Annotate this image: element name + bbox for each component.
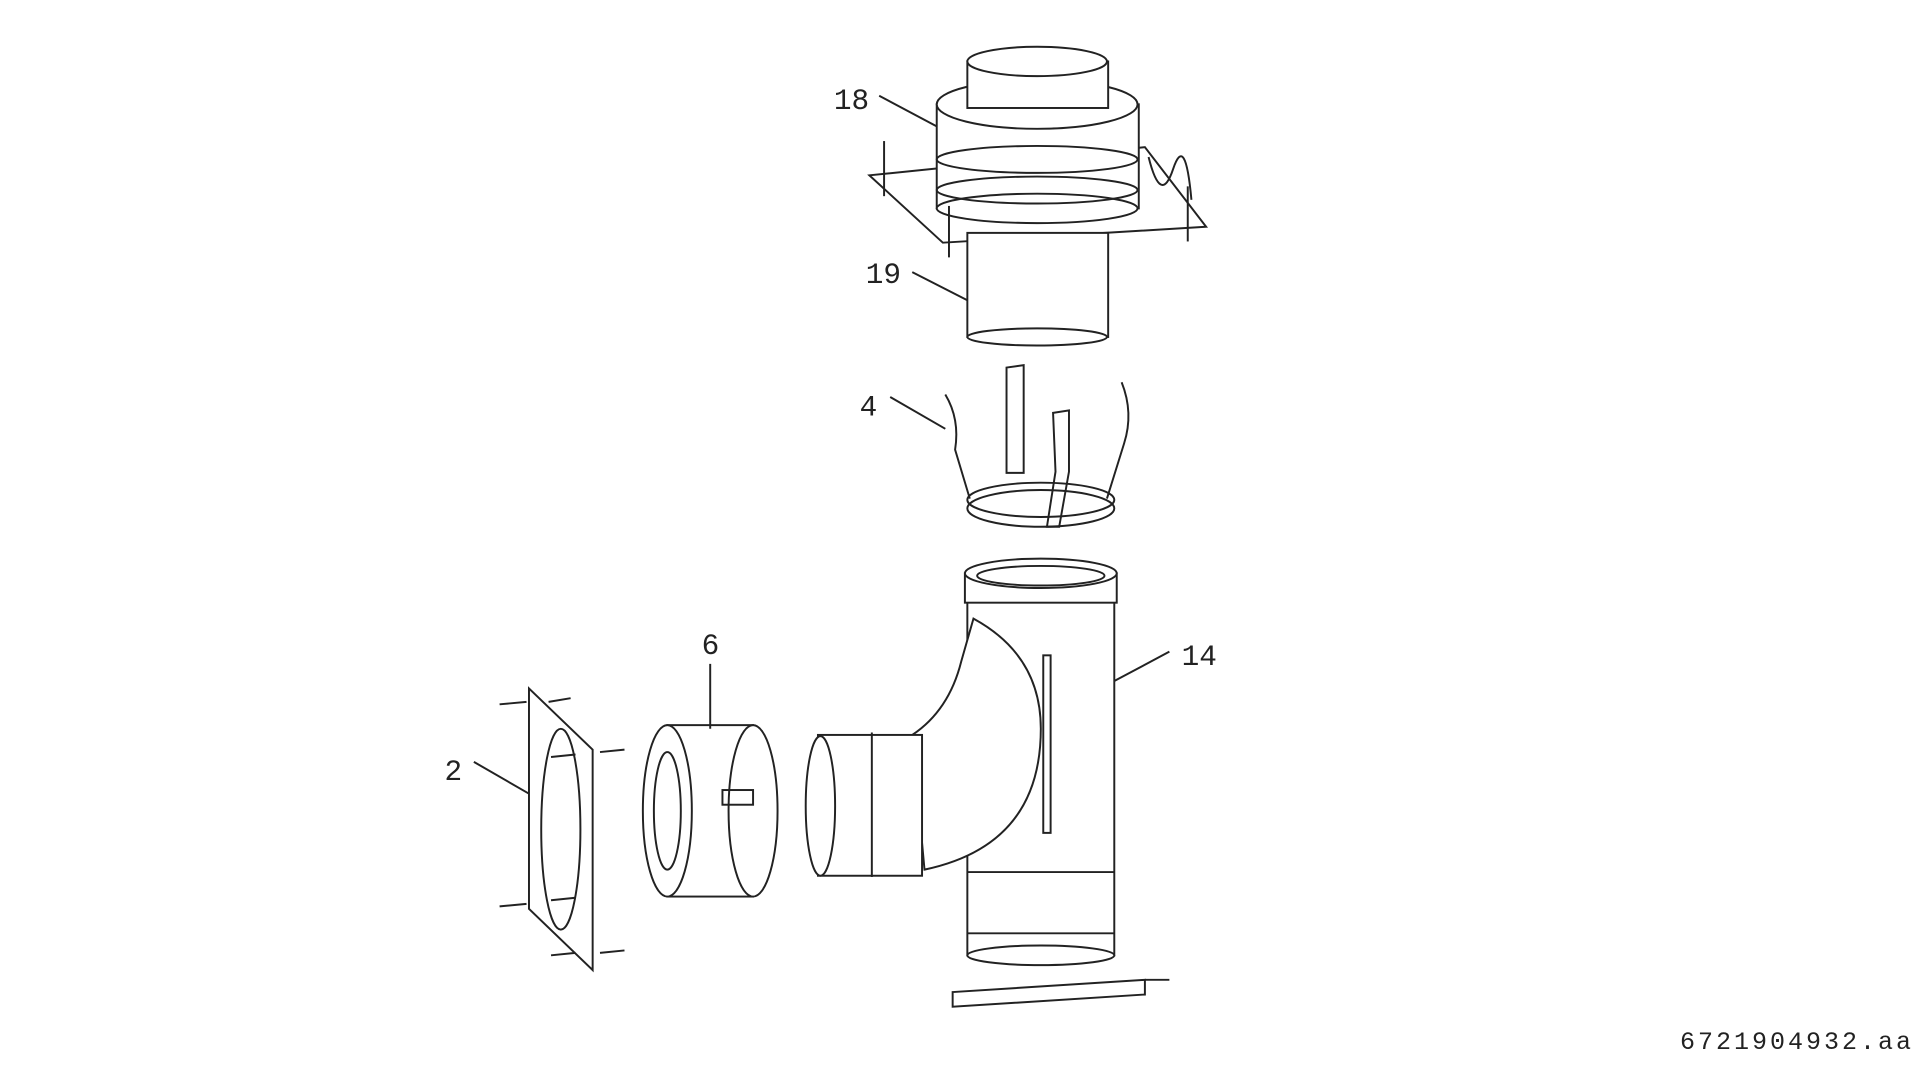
label-2: 2 <box>444 756 462 789</box>
label-18: 18 <box>834 85 869 118</box>
label-14: 14 <box>1182 641 1217 674</box>
part-18-terminal <box>867 45 1209 347</box>
part-4-clamp <box>944 364 1130 528</box>
leader-lines <box>473 94 1170 795</box>
part-14-tee <box>804 557 1118 967</box>
mounting-rail <box>951 978 1170 1008</box>
drawing-code: 6721904932.aa <box>1680 1028 1915 1057</box>
label-6: 6 <box>702 630 720 663</box>
label-4: 4 <box>860 391 878 424</box>
label-19: 19 <box>866 259 901 292</box>
part-6-sleeve <box>641 724 779 898</box>
part-2-wall-plate <box>499 686 625 973</box>
